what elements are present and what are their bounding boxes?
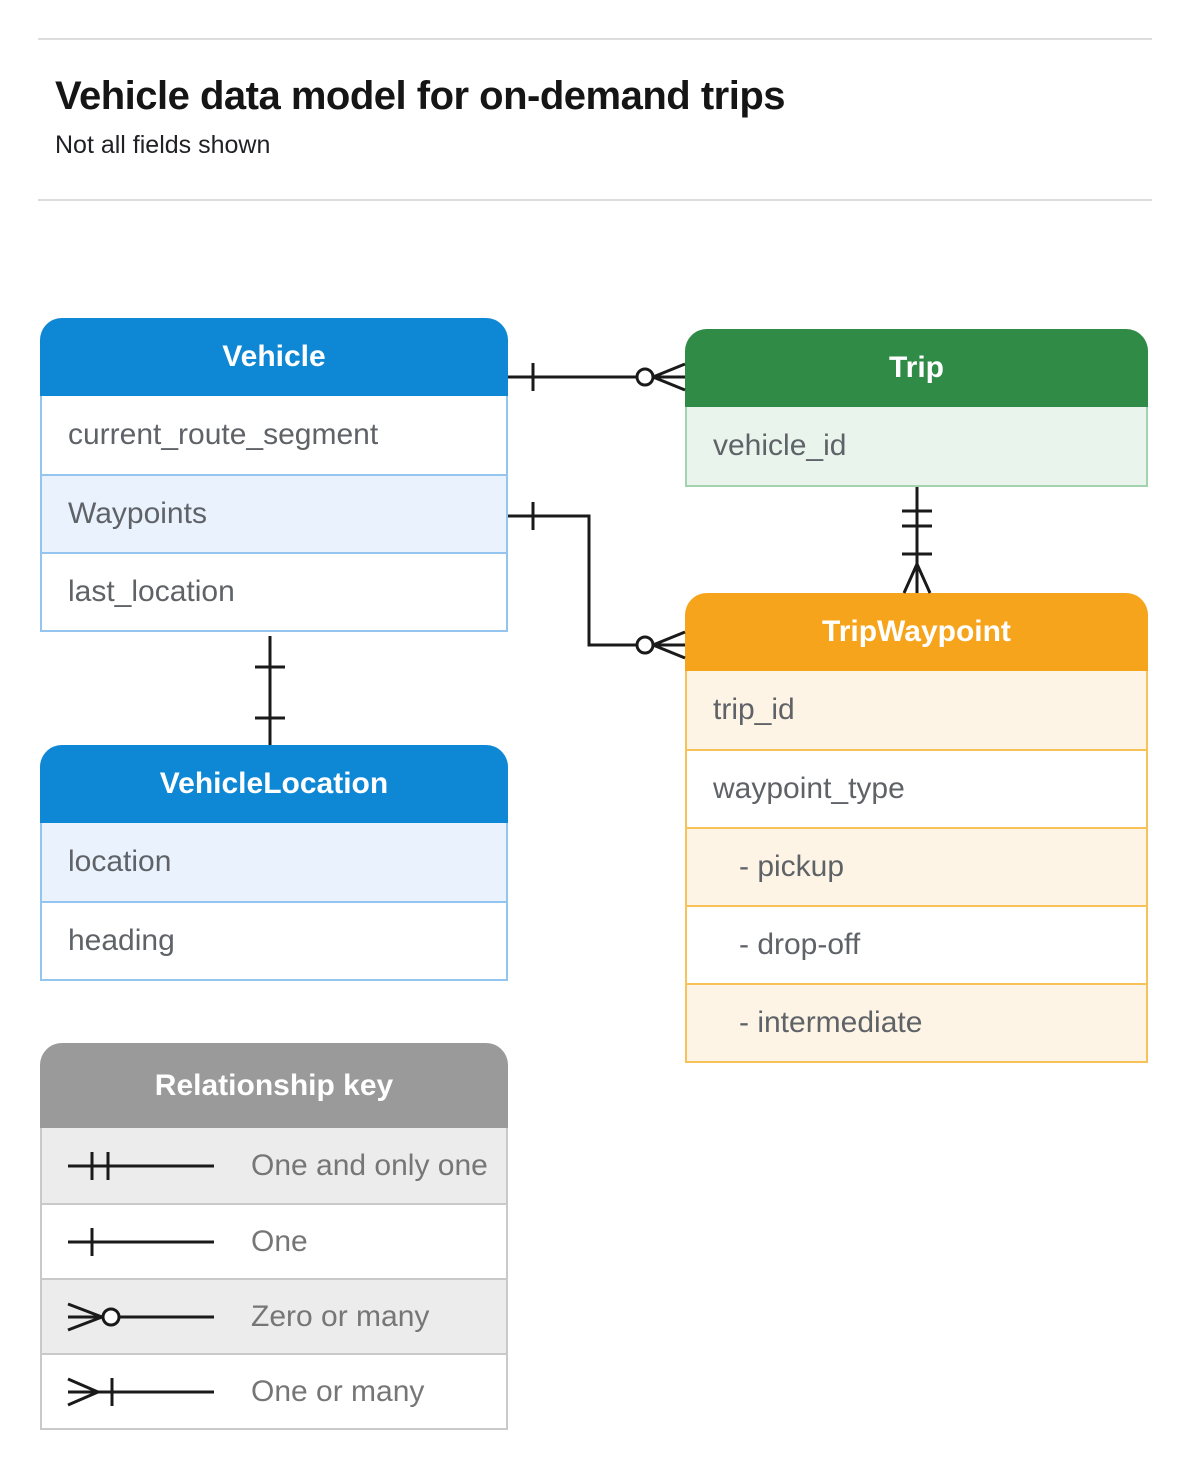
connector-waypoints-tripwaypoint xyxy=(508,502,686,660)
legend-label: One and only one xyxy=(251,1148,488,1182)
legend-row-one: One xyxy=(42,1203,506,1278)
entity-vehicle-location-title: VehicleLocation xyxy=(40,745,508,823)
entity-trip-fields: vehicle_id xyxy=(685,407,1148,487)
field-waypoint-type: waypoint_type xyxy=(687,749,1146,827)
connector-trip-tripwaypoint xyxy=(902,487,932,594)
field-waypoints: Waypoints xyxy=(42,474,506,552)
field-heading: heading xyxy=(42,901,506,979)
connector-vehicle-vehiclelocation xyxy=(255,636,285,745)
relationship-key: Relationship key One and only one One Ze xyxy=(40,1043,508,1430)
page-title: Vehicle data model for on-demand trips xyxy=(55,74,786,118)
entity-trip: Trip vehicle_id xyxy=(685,329,1148,487)
one-and-only-one-icon xyxy=(68,1151,214,1180)
field-vehicle-id: vehicle_id xyxy=(687,407,1146,485)
legend-label: Zero or many xyxy=(251,1299,430,1333)
field-waypoint-type-pickup: - pickup xyxy=(687,827,1146,905)
entity-vehicle-title: Vehicle xyxy=(40,318,508,396)
field-location: location xyxy=(42,823,506,901)
entity-trip-waypoint-title: TripWaypoint xyxy=(685,593,1148,671)
legend-row-one-or-many: One or many xyxy=(42,1353,506,1428)
legend-label: One xyxy=(251,1224,308,1258)
legend-row-zero-or-many: Zero or many xyxy=(42,1278,506,1353)
entity-vehicle-location: VehicleLocation location heading xyxy=(40,745,508,981)
entity-trip-waypoint-fields: trip_id waypoint_type - pickup - drop-of… xyxy=(685,671,1148,1063)
entity-vehicle: Vehicle current_route_segment Waypoints … xyxy=(40,318,508,632)
field-waypoint-type-drop-off: - drop-off xyxy=(687,905,1146,983)
one-or-many-icon xyxy=(67,1377,214,1406)
field-waypoint-type-intermediate: - intermediate xyxy=(687,983,1146,1061)
legend-row-one-and-only-one: One and only one xyxy=(42,1128,506,1203)
one-icon xyxy=(68,1227,214,1256)
entity-trip-title: Trip xyxy=(685,329,1148,407)
entity-vehicle-fields: current_route_segment Waypoints last_loc… xyxy=(40,396,508,632)
page-subtitle: Not all fields shown xyxy=(55,131,271,159)
field-current-route-segment: current_route_segment xyxy=(68,418,379,451)
field-trip-id: trip_id xyxy=(687,671,1146,749)
field-last-location: last_location xyxy=(42,552,506,630)
legend-label: One or many xyxy=(251,1374,425,1408)
header-divider xyxy=(38,199,1152,201)
entity-vehicle-location-fields: location heading xyxy=(40,823,508,981)
connector-vehicle-trip xyxy=(508,362,686,392)
top-divider xyxy=(38,38,1152,40)
relationship-key-rows: One and only one One Zero or many One xyxy=(40,1128,508,1430)
zero-or-many-icon xyxy=(67,1302,214,1331)
relationship-key-title: Relationship key xyxy=(40,1043,508,1128)
entity-trip-waypoint: TripWaypoint trip_id waypoint_type - pic… xyxy=(685,593,1148,1063)
